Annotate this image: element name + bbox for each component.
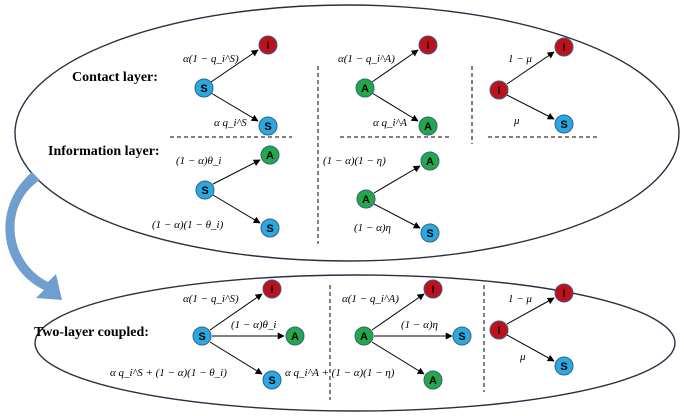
edge-coupled-a-to-a — [371, 341, 425, 375]
node-coupled-a-from-s — [285, 326, 305, 346]
edge-contact-a-to-a — [371, 92, 419, 122]
node-coupled-i-from-a — [423, 279, 443, 299]
node-coupled-a-from-a-label: A — [429, 375, 437, 387]
node-coupled-i — [489, 320, 509, 340]
node-coupled-a-label: A — [360, 331, 368, 343]
node-coupled-i-from-a-label: I — [431, 284, 434, 296]
node-coupled-a-from-a — [423, 370, 443, 390]
rate-coupled-a-to-s: (1 − α)η — [401, 319, 438, 331]
rate-info-s-stay: (1 − α)(1 − θ_i) — [152, 219, 224, 231]
edge-info-s-to-a — [212, 159, 261, 185]
rate-coupled-s-to-i: α(1 − q_i^S) — [183, 293, 239, 305]
node-info-a-from-s — [260, 145, 280, 165]
edge-contact-i-to-s — [506, 94, 555, 120]
node-contact-s — [194, 78, 214, 98]
node-contact-i-from-a — [418, 35, 438, 55]
node-coupled-s-label: S — [198, 331, 205, 343]
node-coupled-s-from-a-label: S — [458, 331, 465, 343]
node-contact-i-from-a-label: I — [426, 40, 429, 52]
node-coupled-a-from-s-label: A — [291, 331, 299, 343]
node-contact-a-label: A — [361, 83, 369, 95]
node-contact-a — [355, 78, 375, 98]
node-coupled-i-from-i-label: I — [562, 288, 565, 300]
rate-contact-i-stay: 1 − μ — [508, 53, 532, 65]
rate-labels: α(1 − q_i^S) α q_i^S α(1 − q_i^A) α q_i^… — [110, 53, 532, 379]
edge-contact-a-to-i — [371, 49, 419, 83]
node-contact-i-from-s — [258, 35, 278, 55]
node-contact-a-from-a-label: A — [424, 121, 432, 133]
edge-info-s-to-s — [212, 194, 261, 224]
edge-coupled-a-to-i — [371, 293, 425, 331]
node-contact-s-from-s-label: S — [264, 121, 271, 133]
edge-coupled-i-to-i — [506, 297, 555, 325]
edge-contact-s-to-i — [210, 49, 259, 83]
edge-info-a-to-a — [373, 165, 421, 194]
node-info-a-from-a-label: A — [426, 156, 434, 168]
rate-info-a-stay: (1 − α)(1 − η) — [323, 155, 386, 167]
rate-contact-a-stay: α q_i^A — [373, 117, 407, 129]
rate-info-s-to-a: (1 − α)θ_i — [176, 155, 221, 167]
node-contact-i-from-i — [554, 37, 574, 57]
upper-layers-ellipse — [14, 4, 680, 262]
edge-contact-s-to-s — [210, 92, 259, 122]
rate-contact-i-to-s: μ — [513, 115, 520, 127]
node-coupled-a — [354, 326, 374, 346]
rate-coupled-i-stay: 1 − μ — [508, 293, 532, 305]
rate-coupled-s-stay: α q_i^S + (1 − α)(1 − θ_i) — [110, 367, 227, 379]
node-info-s-label: S — [201, 185, 208, 197]
node-info-s-from-s — [260, 218, 280, 238]
node-contact-i-from-s-label: I — [266, 40, 269, 52]
rate-coupled-a-to-i: α(1 − q_i^A) — [342, 293, 399, 305]
nodes: S I S A I A I I S S A S A A S S I — [192, 35, 574, 390]
node-info-s — [195, 180, 215, 200]
edge-coupled-i-to-s — [506, 334, 555, 362]
node-info-s-from-s-label: S — [266, 223, 273, 235]
edges — [209, 49, 555, 375]
node-contact-s-from-s — [258, 116, 278, 136]
edge-info-a-to-s — [373, 203, 421, 229]
node-contact-i-from-i-label: I — [562, 42, 565, 54]
node-info-a — [356, 189, 376, 209]
node-info-s-from-a-label: S — [426, 228, 433, 240]
heading-two-layer-coupled: Two-layer coupled: — [34, 325, 149, 340]
node-coupled-i-label: I — [497, 325, 500, 337]
node-contact-i-label: I — [497, 85, 500, 97]
heading-information-layer: Information layer: — [48, 144, 160, 159]
node-coupled-s-from-i — [554, 356, 574, 376]
node-contact-s-from-i — [554, 114, 574, 134]
edge-contact-i-to-i — [506, 51, 555, 85]
node-contact-s-label: S — [200, 83, 207, 95]
node-coupled-s — [192, 326, 212, 346]
coupled-layer-ellipse — [34, 274, 676, 412]
node-coupled-i-from-i — [554, 283, 574, 303]
edge-coupled-s-to-i — [209, 293, 263, 331]
rate-coupled-a-stay: α q_i^A + (1 − α)(1 − η) — [285, 367, 395, 379]
rate-contact-s-stay: α q_i^S — [214, 117, 247, 129]
node-coupled-i-from-s-label: I — [270, 284, 273, 296]
node-coupled-s-from-i-label: S — [560, 361, 567, 373]
node-coupled-s-from-a — [452, 326, 472, 346]
rate-coupled-i-to-s: μ — [519, 351, 526, 363]
rate-info-a-to-s: (1 − α)η — [354, 222, 391, 234]
node-coupled-s-from-s — [262, 370, 282, 390]
node-contact-s-from-i-label: S — [560, 119, 567, 131]
rate-contact-a-to-i: α(1 − q_i^A) — [338, 53, 395, 65]
node-coupled-s-from-s-label: S — [268, 375, 275, 387]
rate-contact-s-to-i: α(1 − q_i^S) — [183, 53, 239, 65]
rate-coupled-s-to-a: (1 − α)θ_i — [231, 319, 276, 331]
node-info-s-from-a — [420, 223, 440, 243]
node-coupled-i-from-s — [262, 279, 282, 299]
heading-contact-layer: Contact layer: — [72, 70, 158, 85]
node-info-a-label: A — [362, 194, 370, 206]
node-info-a-from-a — [420, 151, 440, 171]
node-contact-i — [489, 80, 509, 100]
node-contact-a-from-a — [418, 116, 438, 136]
edge-coupled-s-to-s — [209, 341, 263, 375]
node-info-a-from-s-label: A — [266, 150, 274, 162]
curved-connector-arrow — [5, 172, 62, 300]
